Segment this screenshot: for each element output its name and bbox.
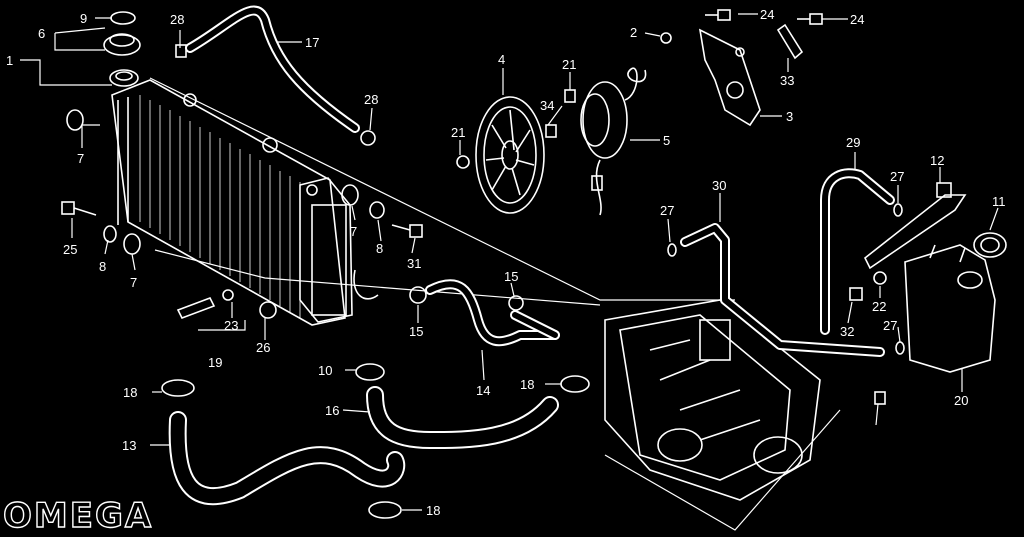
reserve-tank — [904, 232, 1007, 373]
callout-27b: 27 — [660, 203, 674, 218]
callout-1: 1 — [6, 53, 13, 68]
callout-15b: 15 — [409, 324, 423, 339]
callout-18d: 10 — [318, 363, 332, 378]
callout-8: 8 — [99, 259, 106, 274]
callout-24b: 24 — [850, 12, 864, 27]
callout-12: 12 — [930, 153, 944, 168]
callout-17: 17 — [305, 35, 319, 50]
callout-21b: 21 — [451, 125, 465, 140]
callout-11: 11 — [992, 194, 1006, 209]
callout-33: 33 — [780, 73, 794, 88]
callout-7c: 7 — [350, 224, 357, 239]
bolts — [456, 9, 823, 169]
callout-26: 26 — [256, 340, 270, 355]
radiator — [109, 69, 353, 326]
callout-labels: 9 6 1 28 17 2 24 24 4 21 34 33 3 5 21 28… — [6, 7, 1006, 518]
siphon-tube-29 — [820, 168, 895, 335]
leader-lines — [20, 13, 999, 511]
callout-21: 21 — [562, 57, 576, 72]
callout-13: 13 — [122, 438, 136, 453]
callout-23: 23 — [224, 318, 238, 333]
callout-30: 30 — [712, 178, 726, 193]
fan-stay — [698, 28, 761, 127]
callout-28b: 28 — [364, 92, 378, 107]
callout-25: 25 — [63, 242, 77, 257]
callout-18c: 18 — [426, 503, 440, 518]
hose-17 — [185, 5, 360, 133]
fittings — [61, 44, 905, 405]
callout-34: 34 — [540, 98, 554, 113]
reference-line — [149, 77, 735, 301]
hose-16 — [366, 386, 559, 449]
callout-19: 19 — [208, 355, 222, 370]
fan-shroud — [475, 96, 545, 214]
fan-motor — [580, 67, 647, 216]
tank-bracket — [863, 194, 967, 270]
callout-29: 29 — [846, 135, 860, 150]
filler-neck — [109, 69, 139, 87]
callout-24: 24 — [760, 7, 774, 22]
omega-logo: OMEGA — [3, 496, 153, 536]
callout-22: 22 — [872, 299, 886, 314]
hose-13 — [168, 411, 406, 506]
callout-15: 15 — [504, 269, 518, 284]
callout-27: 27 — [890, 169, 904, 184]
callout-7b: 7 — [130, 275, 137, 290]
hose-14 — [425, 279, 560, 347]
callout-8b: 8 — [376, 241, 383, 256]
callout-14: 14 — [476, 383, 490, 398]
overflow-tube-30 — [680, 223, 885, 357]
callout-7: 7 — [77, 151, 84, 166]
callout-3: 3 — [786, 109, 793, 124]
callout-2: 2 — [630, 25, 637, 40]
callout-9: 9 — [80, 11, 87, 26]
callout-32: 32 — [840, 324, 854, 339]
callout-4: 4 — [498, 52, 505, 67]
callout-27c: 27 — [883, 318, 897, 333]
radiator-fins — [139, 95, 301, 318]
callout-28: 28 — [170, 12, 184, 27]
callout-31: 31 — [407, 256, 421, 271]
callout-5: 5 — [663, 133, 670, 148]
tank-cap — [973, 232, 1007, 258]
callout-18: 18 — [123, 385, 137, 400]
callout-10: 20 — [954, 393, 968, 408]
callout-16: 16 — [325, 403, 339, 418]
callout-18b: 18 — [520, 377, 534, 392]
callout-6: 6 — [38, 26, 45, 41]
